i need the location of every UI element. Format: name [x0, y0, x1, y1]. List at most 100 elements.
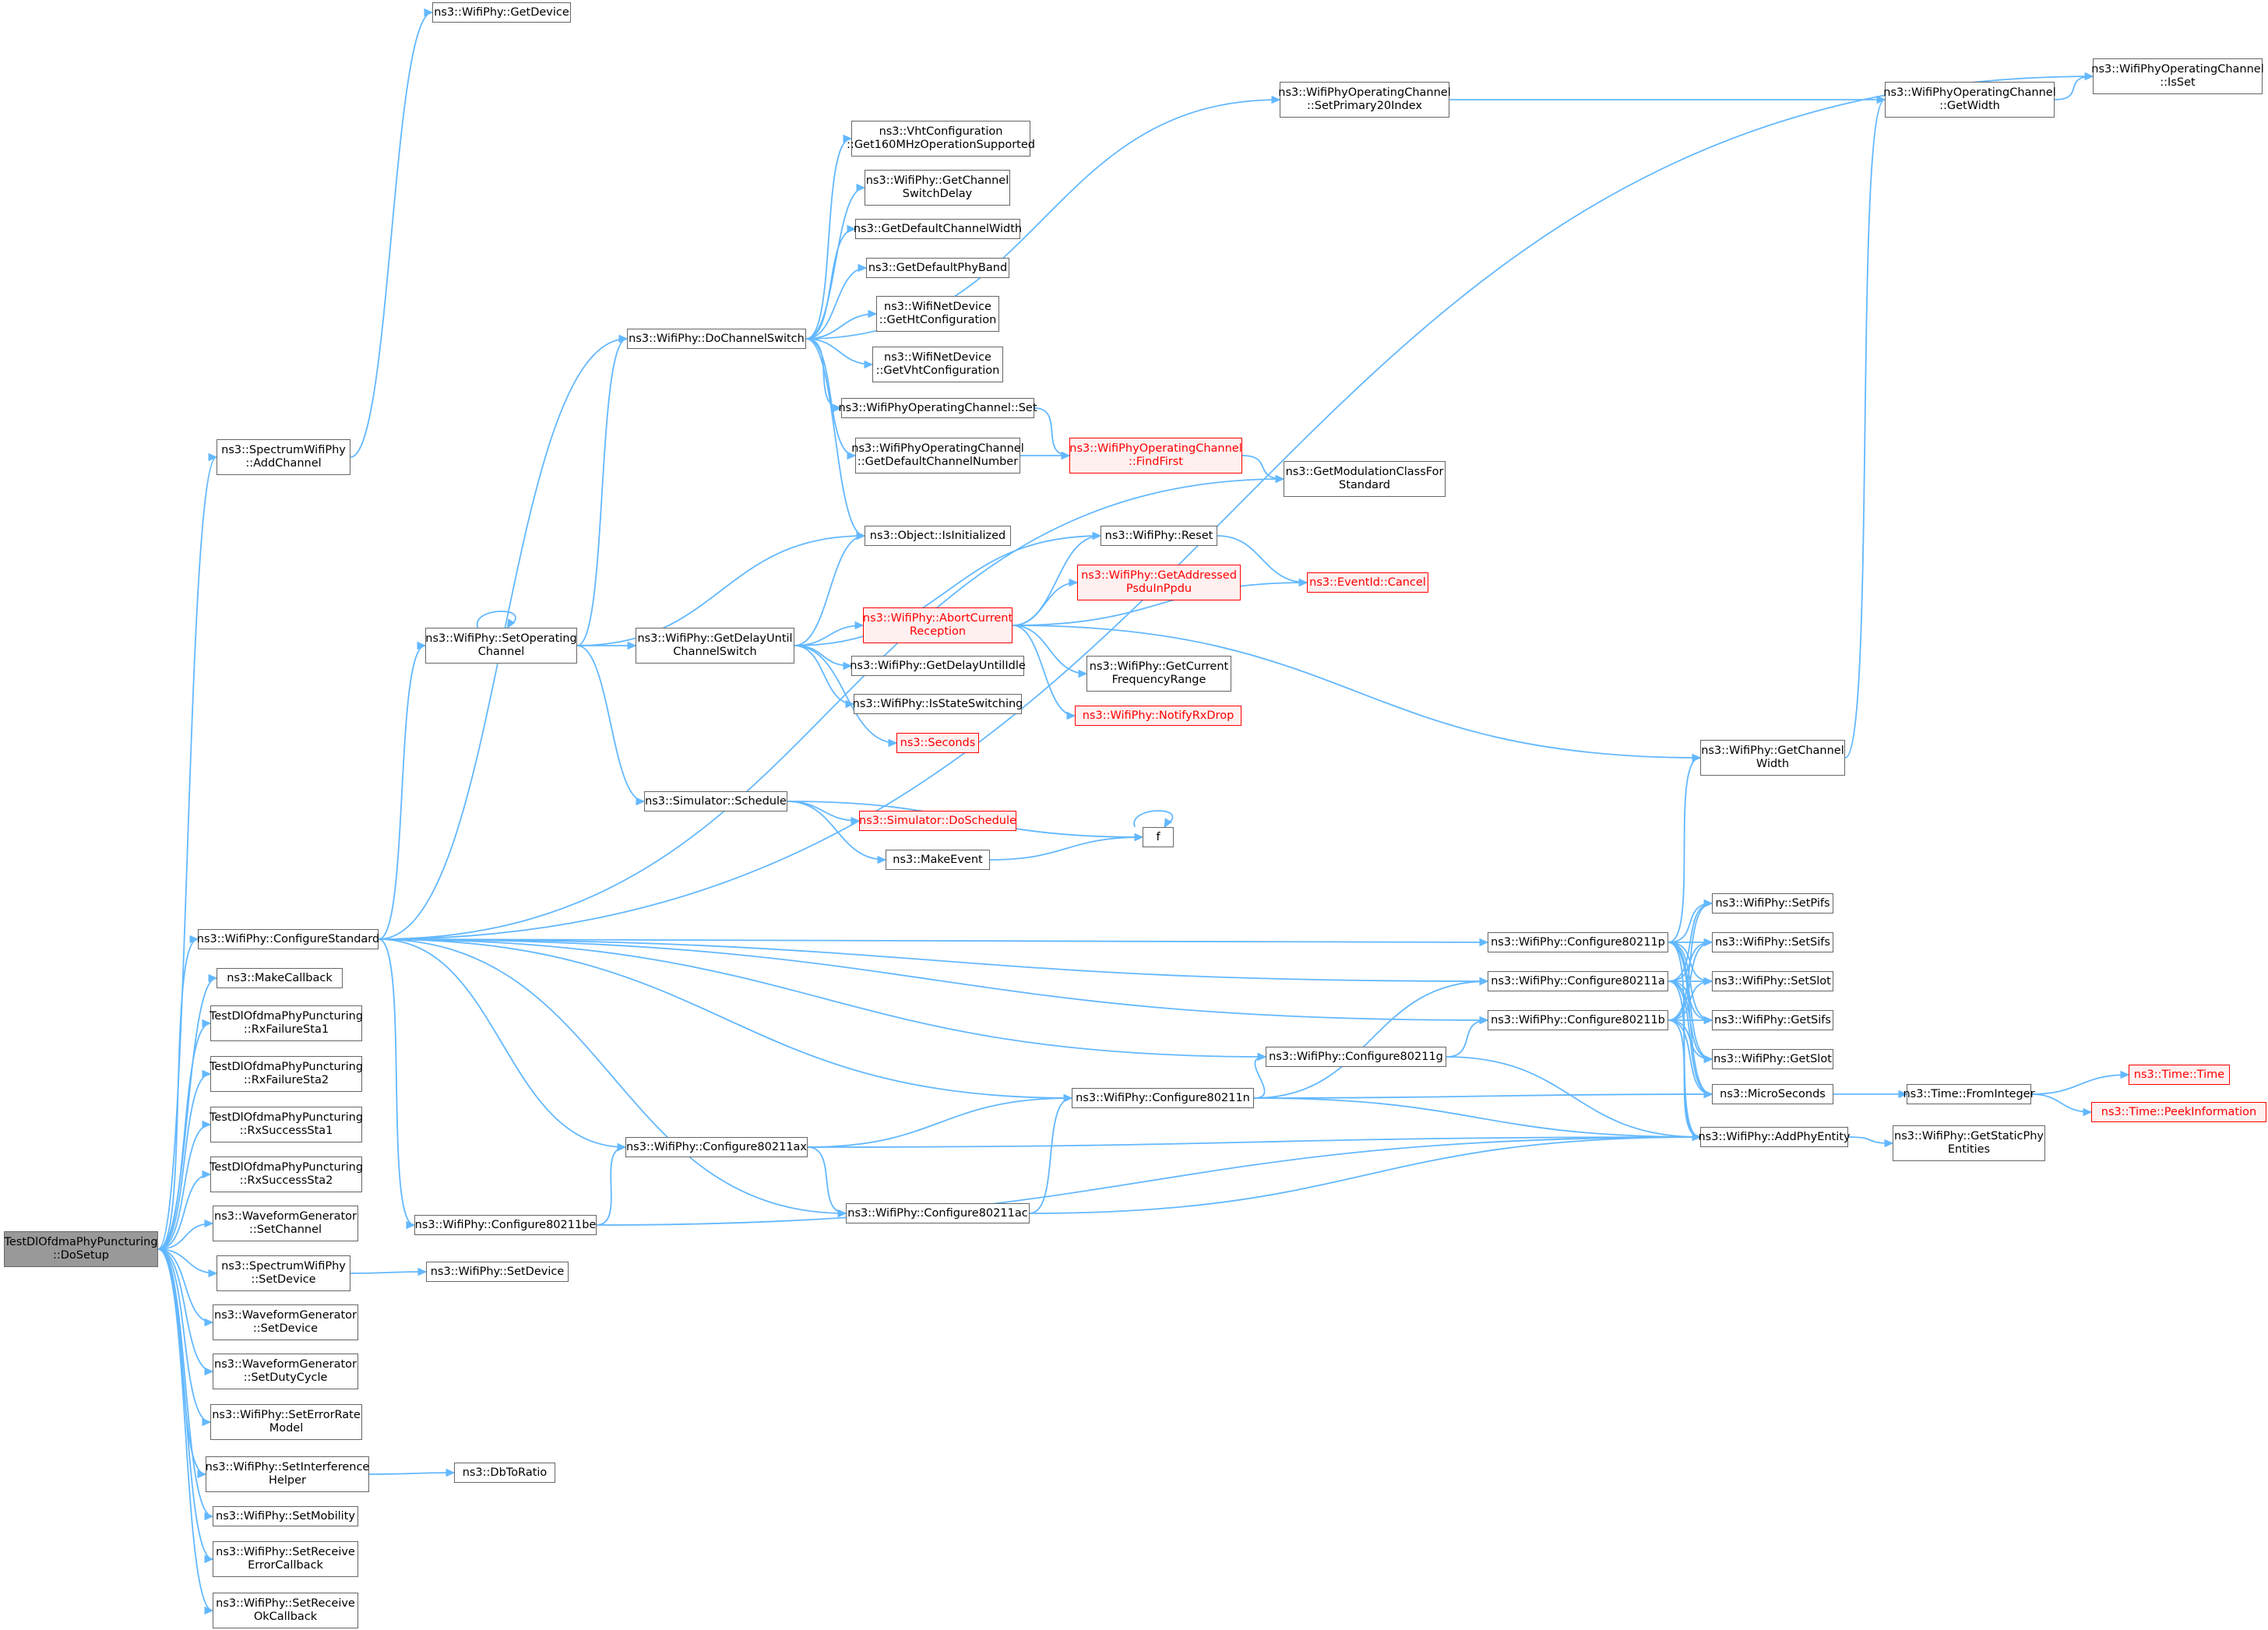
call-edge — [807, 1146, 847, 1214]
graph-node-label: ns3::WifiPhy::SetMobility — [216, 1509, 355, 1523]
graph-node-microSeconds[interactable]: ns3::MicroSeconds — [1712, 1084, 1833, 1104]
graph-node-setPifs[interactable]: ns3::WifiPhy::SetPifs — [1712, 893, 1833, 914]
graph-node-notifyRxDrop[interactable]: ns3::WifiPhy::NotifyRxDrop — [1075, 706, 1241, 726]
call-edge — [1668, 903, 1713, 982]
graph-node-cfg80211ac[interactable]: ns3::WifiPhy::Configure80211ac — [846, 1203, 1030, 1223]
edge-arrowhead — [202, 1170, 212, 1179]
graph-node-cfg80211n[interactable]: ns3::WifiPhy::Configure80211n — [1072, 1088, 1254, 1108]
graph-node-cfg80211b[interactable]: ns3::WifiPhy::Configure80211b — [1488, 1010, 1668, 1030]
graph-node-timeTime[interactable]: ns3::Time::Time — [2129, 1065, 2230, 1085]
graph-node-isInitialized[interactable]: ns3::Object::IsInitialized — [865, 526, 1011, 546]
graph-node-dbToRatio[interactable]: ns3::DbToRatio — [454, 1463, 555, 1483]
call-edge — [1668, 1019, 1713, 1060]
call-edge — [596, 1146, 626, 1226]
graph-node-label: ns3::WifiPhyOperatingChannel — [1278, 86, 1451, 99]
graph-node-label: ErrorCallback — [248, 1559, 323, 1572]
graph-node-rxSucc1[interactable]: TestDlOfdmaPhyPuncturing::RxSuccessSta1 — [210, 1107, 363, 1142]
edge-arrowhead — [204, 1606, 214, 1615]
graph-node-wgSetChannel[interactable]: ns3::WaveformGenerator::SetChannel — [213, 1206, 358, 1241]
graph-node-addChannel[interactable]: ns3::SpectrumWifiPhy::AddChannel — [217, 439, 350, 475]
graph-node-cfg80211a[interactable]: ns3::WifiPhy::Configure80211a — [1488, 971, 1668, 991]
graph-node-setPrimary20[interactable]: ns3::WifiPhyOperatingChannel::SetPrimary… — [1278, 82, 1451, 118]
graph-node-wocGetWidth[interactable]: ns3::WifiPhyOperatingChannel::GetWidth — [1883, 82, 2056, 118]
graph-node-label: ns3::EventId::Cancel — [1309, 576, 1426, 589]
graph-node-getDevice[interactable]: ns3::WifiPhy::GetDevice — [432, 2, 571, 23]
call-edge — [157, 1248, 211, 1423]
graph-node-wgSetDutyCycle[interactable]: ns3::WaveformGenerator::SetDutyCycle — [213, 1354, 358, 1389]
graph-node-getDelayIdle[interactable]: ns3::WifiPhy::GetDelayUntilIdle — [850, 656, 1026, 676]
graph-node-wpSetDevice[interactable]: ns3::WifiPhy::SetDevice — [426, 1262, 569, 1282]
graph-node-label: ns3::WifiPhy::SetReceive — [216, 1546, 355, 1558]
graph-node-addPhyEntity[interactable]: ns3::WifiPhy::AddPhyEntity — [1698, 1127, 1851, 1147]
graph-node-wocFindFirst[interactable]: ns3::WifiPhyOperatingChannel::FindFirst — [1069, 438, 1242, 474]
call-edge — [794, 645, 852, 667]
graph-node-peekInfo[interactable]: ns3::Time::PeekInformation — [2091, 1102, 2266, 1122]
graph-node-label: ns3::Object::IsInitialized — [869, 529, 1006, 542]
graph-node-vht160[interactable]: ns3::VhtConfiguration::Get160MHzOperatio… — [847, 121, 1035, 157]
graph-node-isStateSwitching[interactable]: ns3::WifiPhy::IsStateSwitching — [853, 694, 1023, 714]
graph-node-makeEvent[interactable]: ns3::MakeEvent — [886, 850, 990, 870]
graph-node-label: Channel — [477, 646, 525, 658]
graph-node-f[interactable]: f — [1143, 827, 1174, 847]
graph-node-wocSet[interactable]: ns3::WifiPhyOperatingChannel::Set — [838, 398, 1037, 418]
graph-node-cfg80211ax[interactable]: ns3::WifiPhy::Configure80211ax — [625, 1137, 808, 1157]
graph-node-getSifs[interactable]: ns3::WifiPhy::GetSifs — [1712, 1010, 1833, 1030]
graph-node-wpReset[interactable]: ns3::WifiPhy::Reset — [1101, 526, 1217, 546]
graph-node-configureStandard[interactable]: ns3::WifiPhy::ConfigureStandard — [197, 929, 379, 949]
edge-arrowhead — [506, 618, 516, 629]
graph-node-cfg80211g[interactable]: ns3::WifiPhy::Configure80211g — [1266, 1047, 1446, 1067]
graph-node-rxFail2[interactable]: TestDlOfdmaPhyPuncturing::RxFailureSta2 — [210, 1056, 363, 1092]
graph-node-label: ns3::Simulator::Schedule — [645, 794, 787, 808]
call-edge — [378, 938, 1488, 1021]
graph-node-doChannelSwitch[interactable]: ns3::WifiPhy::DoChannelSwitch — [627, 329, 806, 349]
graph-node-setSifs[interactable]: ns3::WifiPhy::SetSifs — [1712, 932, 1833, 952]
call-edge — [807, 1136, 1701, 1148]
graph-node-rxSucc2[interactable]: TestDlOfdmaPhyPuncturing::RxSuccessSta2 — [210, 1156, 363, 1192]
graph-node-makeCallback[interactable]: ns3::MakeCallback — [217, 968, 343, 988]
graph-node-wgSetDevice[interactable]: ns3::WaveformGenerator::SetDevice — [213, 1304, 358, 1340]
graph-node-fromInteger[interactable]: ns3::Time::FromInteger — [1903, 1084, 2035, 1104]
call-edge — [2030, 1074, 2129, 1095]
graph-node-getDefaultPhyBand[interactable]: ns3::GetDefaultPhyBand — [866, 258, 1009, 278]
edge-arrowhead — [417, 1267, 428, 1276]
graph-node-getHtConfig[interactable]: ns3::WifiNetDevice::GetHtConfiguration — [876, 296, 999, 332]
edge-arrowhead — [617, 1142, 627, 1152]
graph-node-wocGetDefaultChNum[interactable]: ns3::WifiPhyOperatingChannel::GetDefault… — [851, 438, 1024, 474]
graph-node-rxFail1[interactable]: TestDlOfdmaPhyPuncturing::RxFailureSta1 — [210, 1005, 363, 1041]
graph-node-root[interactable]: TestDlOfdmaPhyPuncturing::DoSetup — [4, 1231, 158, 1267]
graph-node-cfg80211be[interactable]: ns3::WifiPhy::Configure80211be — [414, 1215, 597, 1235]
graph-node-cfg80211p[interactable]: ns3::WifiPhy::Configure80211p — [1488, 932, 1668, 952]
graph-node-schedule[interactable]: ns3::Simulator::Schedule — [644, 791, 787, 811]
graph-node-getVhtConfig[interactable]: ns3::WifiNetDevice::GetVhtConfiguration — [872, 347, 1003, 382]
graph-node-setMobility[interactable]: ns3::WifiPhy::SetMobility — [213, 1506, 358, 1526]
call-edge — [378, 938, 1072, 1099]
graph-node-swpSetDevice[interactable]: ns3::SpectrumWifiPhy::SetDevice — [217, 1255, 350, 1291]
call-edge — [157, 938, 199, 1250]
graph-node-setSlot[interactable]: ns3::WifiPhy::SetSlot — [1712, 971, 1833, 991]
edge-arrowhead — [1479, 938, 1489, 947]
graph-node-eventCancel[interactable]: ns3::EventId::Cancel — [1307, 572, 1428, 593]
graph-node-label: ::IsSet — [2160, 76, 2196, 89]
graph-node-getDefaultChWidth[interactable]: ns3::GetDefaultChannelWidth — [854, 219, 1022, 239]
graph-node-seconds[interactable]: ns3::Seconds — [896, 733, 979, 753]
graph-node-label: ::SetDutyCycle — [243, 1371, 328, 1384]
graph-node-label: Entities — [1947, 1143, 1991, 1156]
graph-node-wocIsSet[interactable]: ns3::WifiPhyOperatingChannel::IsSet — [2091, 58, 2264, 94]
graph-node-doSchedule[interactable]: ns3::Simulator::DoSchedule — [859, 811, 1016, 831]
edge-arrowhead — [202, 1069, 212, 1079]
edge-arrowhead — [1078, 669, 1088, 678]
graph-node-getSlot[interactable]: ns3::WifiPhy::GetSlot — [1712, 1049, 1833, 1069]
